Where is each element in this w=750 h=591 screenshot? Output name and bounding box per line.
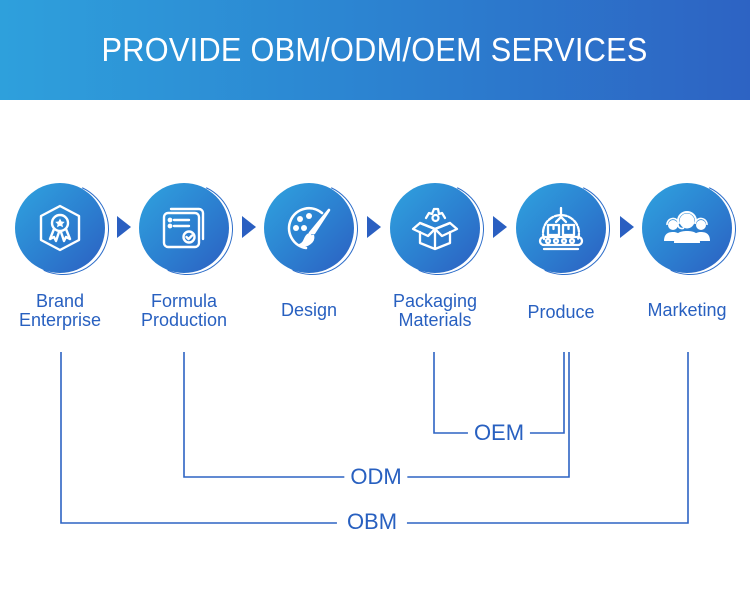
oem-label: OEM <box>467 420 531 446</box>
step-label: Marketing <box>647 300 727 320</box>
step-circle <box>15 183 105 273</box>
header-banner: PROVIDE OBM/ODM/OEM SERVICES <box>0 0 750 100</box>
step-circle <box>139 183 229 273</box>
odm-bracket-line <box>183 352 570 478</box>
odm-label: ODM <box>344 464 408 490</box>
award-badge-icon <box>39 204 81 252</box>
customer-service-icon <box>664 211 710 243</box>
step-circle <box>516 183 606 273</box>
arrow-right-icon <box>242 216 256 238</box>
formula-card-icon <box>162 207 205 249</box>
obm-bracket-line <box>60 352 689 524</box>
package-gear-icon <box>411 207 459 251</box>
arrow-right-icon <box>367 216 381 238</box>
step-circle <box>264 183 354 273</box>
step-label: Design <box>280 300 338 320</box>
step-circle <box>390 183 480 273</box>
step-circle <box>642 183 732 273</box>
step-label: Produce <box>527 302 595 322</box>
arrow-right-icon <box>117 216 131 238</box>
palette-brush-icon <box>287 206 331 250</box>
arrow-right-icon <box>620 216 634 238</box>
page-title: PROVIDE OBM/ODM/OEM SERVICES <box>101 31 649 68</box>
obm-label: OBM <box>336 509 408 535</box>
production-line-icon <box>538 206 584 251</box>
arrow-right-icon <box>493 216 507 238</box>
